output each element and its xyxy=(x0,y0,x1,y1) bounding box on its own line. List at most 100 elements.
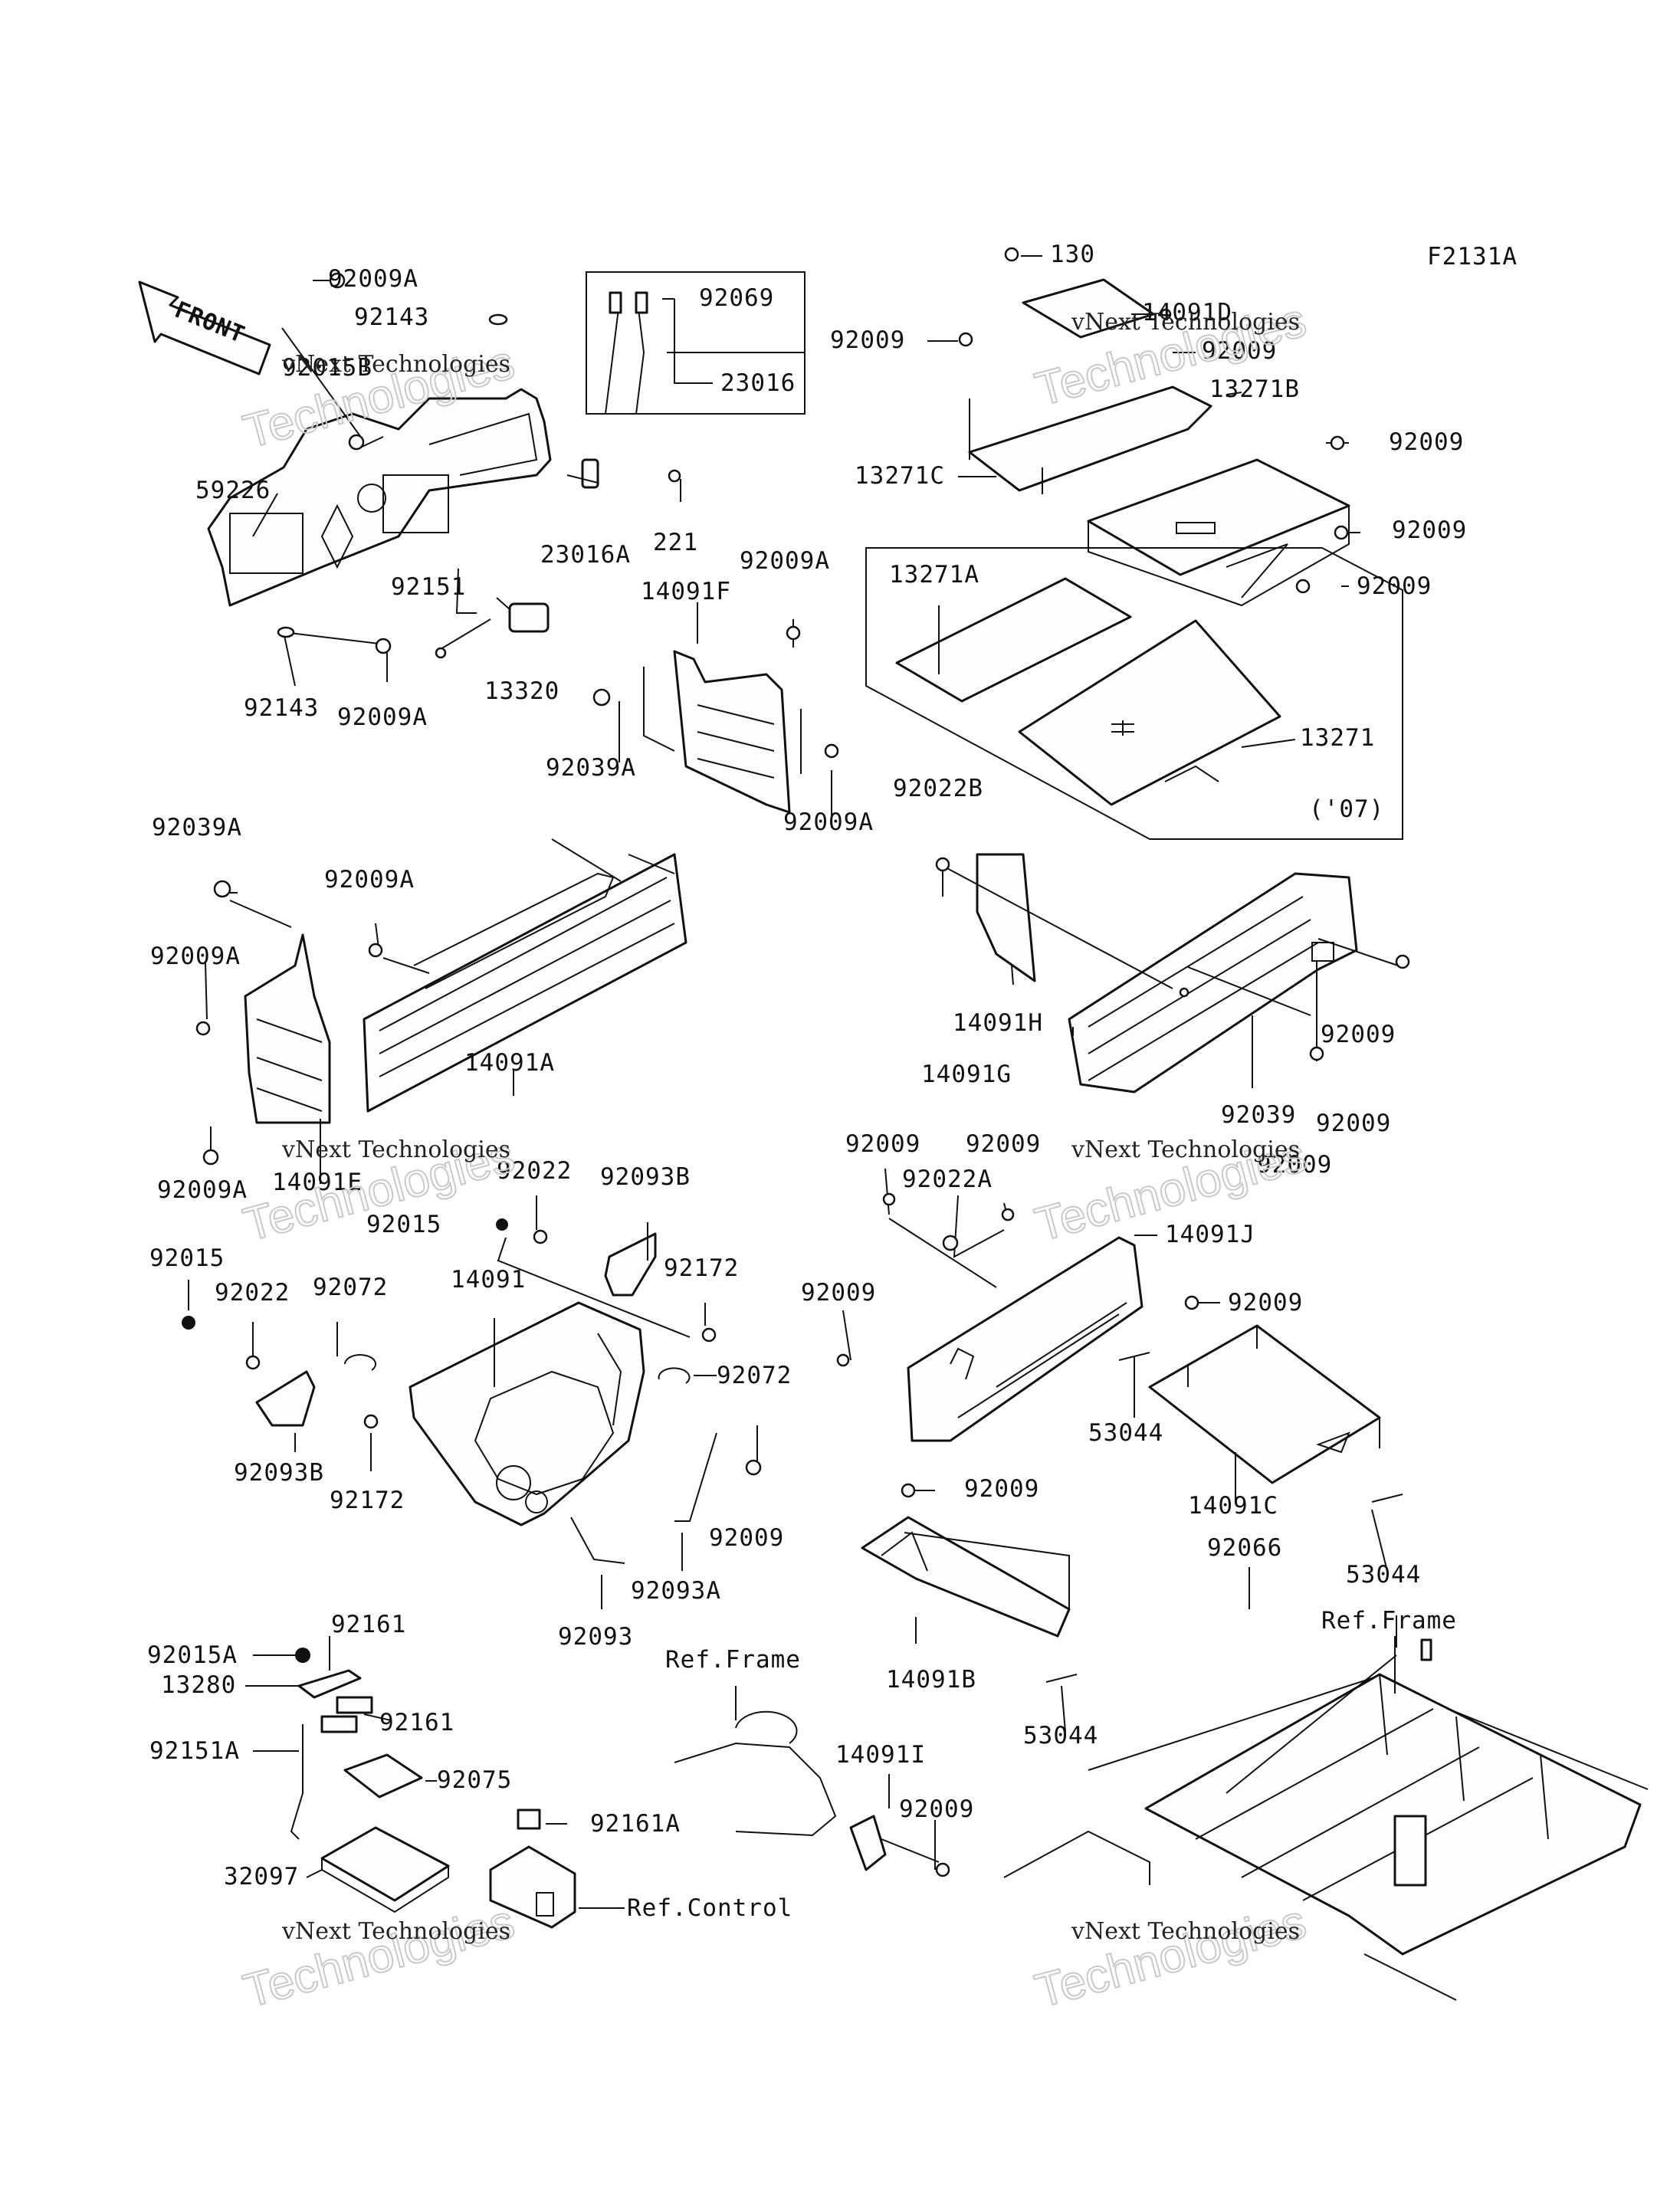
label-92009-o: 92009 xyxy=(899,1795,974,1823)
rod-92093A xyxy=(674,1432,717,1522)
corner-panel-14091E xyxy=(244,933,331,1124)
side-panel-14091G xyxy=(1068,872,1358,1094)
watermark-small-6: vNext Technologies xyxy=(1071,1918,1300,1945)
label-92009-d: 92009 xyxy=(1392,516,1467,544)
label-59226: 59226 xyxy=(195,477,271,504)
label-14091I: 14091I xyxy=(835,1741,926,1769)
fasteners xyxy=(182,247,1410,1877)
label-92151A: 92151A xyxy=(149,1737,240,1765)
label-92009A-1: 92009A xyxy=(328,265,418,293)
label-130: 130 xyxy=(1050,241,1095,268)
label-23016: 23016 xyxy=(720,369,796,397)
frame-center-ref xyxy=(674,1710,887,1871)
watermark-small-1: vNext Technologies xyxy=(281,351,510,378)
label-14091E: 14091E xyxy=(272,1169,363,1196)
label-92009-n: 92009 xyxy=(964,1475,1039,1503)
label-14091B: 14091B xyxy=(886,1666,976,1694)
connector-23016A xyxy=(581,458,599,489)
label-92009A-4: 92009A xyxy=(783,808,874,836)
label-92072-1: 92072 xyxy=(313,1274,388,1301)
label-92009A-5: 92009A xyxy=(324,866,415,894)
label-32097: 32097 xyxy=(224,1863,299,1890)
label-92143-2: 92143 xyxy=(244,694,319,722)
label-92143-1: 92143 xyxy=(354,303,429,331)
watermark-small-3: vNext Technologies xyxy=(281,1136,510,1163)
label-92009-m: 92009 xyxy=(1228,1289,1303,1317)
label-92075: 92075 xyxy=(437,1766,512,1794)
label-92093B-1: 92093B xyxy=(600,1163,691,1191)
floor-13271C xyxy=(968,385,1212,494)
leader-lines xyxy=(188,255,1403,1909)
pad-92161-b xyxy=(320,1715,358,1733)
label-92093B-2: 92093B xyxy=(234,1459,324,1487)
label-92015-1: 92015 xyxy=(366,1211,441,1238)
cap-92161A xyxy=(517,1808,541,1830)
label-92022B: 92022B xyxy=(893,775,983,802)
bracket-92093B-lower xyxy=(255,1370,316,1427)
label-92009-l: 92009 xyxy=(801,1279,876,1307)
label-14091A: 14091A xyxy=(464,1049,555,1077)
label-92009A-6: 92009A xyxy=(150,943,241,970)
label-14091J: 14091J xyxy=(1165,1221,1255,1248)
label-92022-1: 92022 xyxy=(497,1157,572,1185)
inset-note-07: ('07) xyxy=(1309,795,1384,823)
label-92009-h: 92009 xyxy=(1257,1151,1332,1179)
switch-13320 xyxy=(436,597,550,652)
part-labels: 92009A 92143 92015B 59226 92069 23016 23… xyxy=(147,241,1467,1922)
label-92161A: 92161A xyxy=(590,1810,681,1838)
label-92009-f: 92009 xyxy=(1321,1021,1396,1048)
label-92161-2: 92161 xyxy=(379,1709,454,1736)
watermark-small-5: vNext Technologies xyxy=(281,1918,510,1945)
label-92066: 92066 xyxy=(1207,1534,1282,1562)
label-92069: 92069 xyxy=(699,284,774,312)
plate-14091C xyxy=(1148,1324,1381,1484)
front-arrow-icon: FRONT xyxy=(138,280,271,375)
label-92172-2: 92172 xyxy=(330,1487,405,1514)
label-92009-k: 92009 xyxy=(966,1130,1041,1158)
label-92039: 92039 xyxy=(1221,1101,1296,1129)
label-92039A-1: 92039A xyxy=(546,754,636,782)
rod-92093 xyxy=(570,1517,625,1564)
label-ref-control: Ref.Control xyxy=(627,1894,792,1922)
watermark-large-6: Technologies xyxy=(1030,1895,1311,2018)
label-13320: 13320 xyxy=(484,677,559,705)
label-14091D: 14091D xyxy=(1142,299,1232,326)
label-13271A: 13271A xyxy=(889,561,979,589)
label-92009-b: 92009 xyxy=(830,326,905,354)
harness-box xyxy=(586,271,806,415)
pad-92075 xyxy=(343,1753,423,1799)
rod-92151A xyxy=(290,1724,304,1840)
label-92009-e: 92009 xyxy=(1357,572,1432,600)
label-13271C: 13271C xyxy=(855,462,945,490)
panel-14091J xyxy=(907,1236,1144,1442)
label-92072-2: 92072 xyxy=(717,1362,792,1389)
label-13271: 13271 xyxy=(1300,724,1375,752)
label-92009-c: 92009 xyxy=(1389,428,1464,456)
label-14091G: 14091G xyxy=(921,1061,1012,1088)
inset-2007-box xyxy=(865,547,1403,840)
bracket-92093B-upper xyxy=(604,1232,657,1297)
label-92009A-3: 92009A xyxy=(740,547,830,575)
label-92172-1: 92172 xyxy=(664,1254,739,1282)
watermark-large-5: Technologies xyxy=(238,1895,520,2018)
label-92015A: 92015A xyxy=(147,1641,238,1669)
label-92015-2: 92015 xyxy=(149,1244,225,1272)
label-53044-3: 53044 xyxy=(1023,1722,1098,1749)
clip-92072-left xyxy=(344,1354,376,1371)
cover-14091D xyxy=(1022,278,1155,339)
label-92009-i: 92009 xyxy=(709,1524,784,1552)
label-92093A: 92093A xyxy=(631,1577,721,1605)
dash-panel-59226 xyxy=(207,388,552,607)
frame-right-ref xyxy=(1003,1638,1649,2001)
label-ref-frame-center: Ref.Frame xyxy=(665,1646,801,1674)
label-92151: 92151 xyxy=(391,573,466,601)
strip-53044-b xyxy=(1371,1494,1403,1503)
label-53044-2: 53044 xyxy=(1346,1561,1421,1589)
label-14091H: 14091H xyxy=(953,1009,1043,1037)
watermark-small-2: vNext Technologies xyxy=(1071,309,1300,336)
label-92022-2: 92022 xyxy=(215,1279,290,1307)
label-92161-1: 92161 xyxy=(331,1611,406,1638)
tray-32097 xyxy=(320,1826,450,1913)
label-13271B: 13271B xyxy=(1209,375,1300,403)
